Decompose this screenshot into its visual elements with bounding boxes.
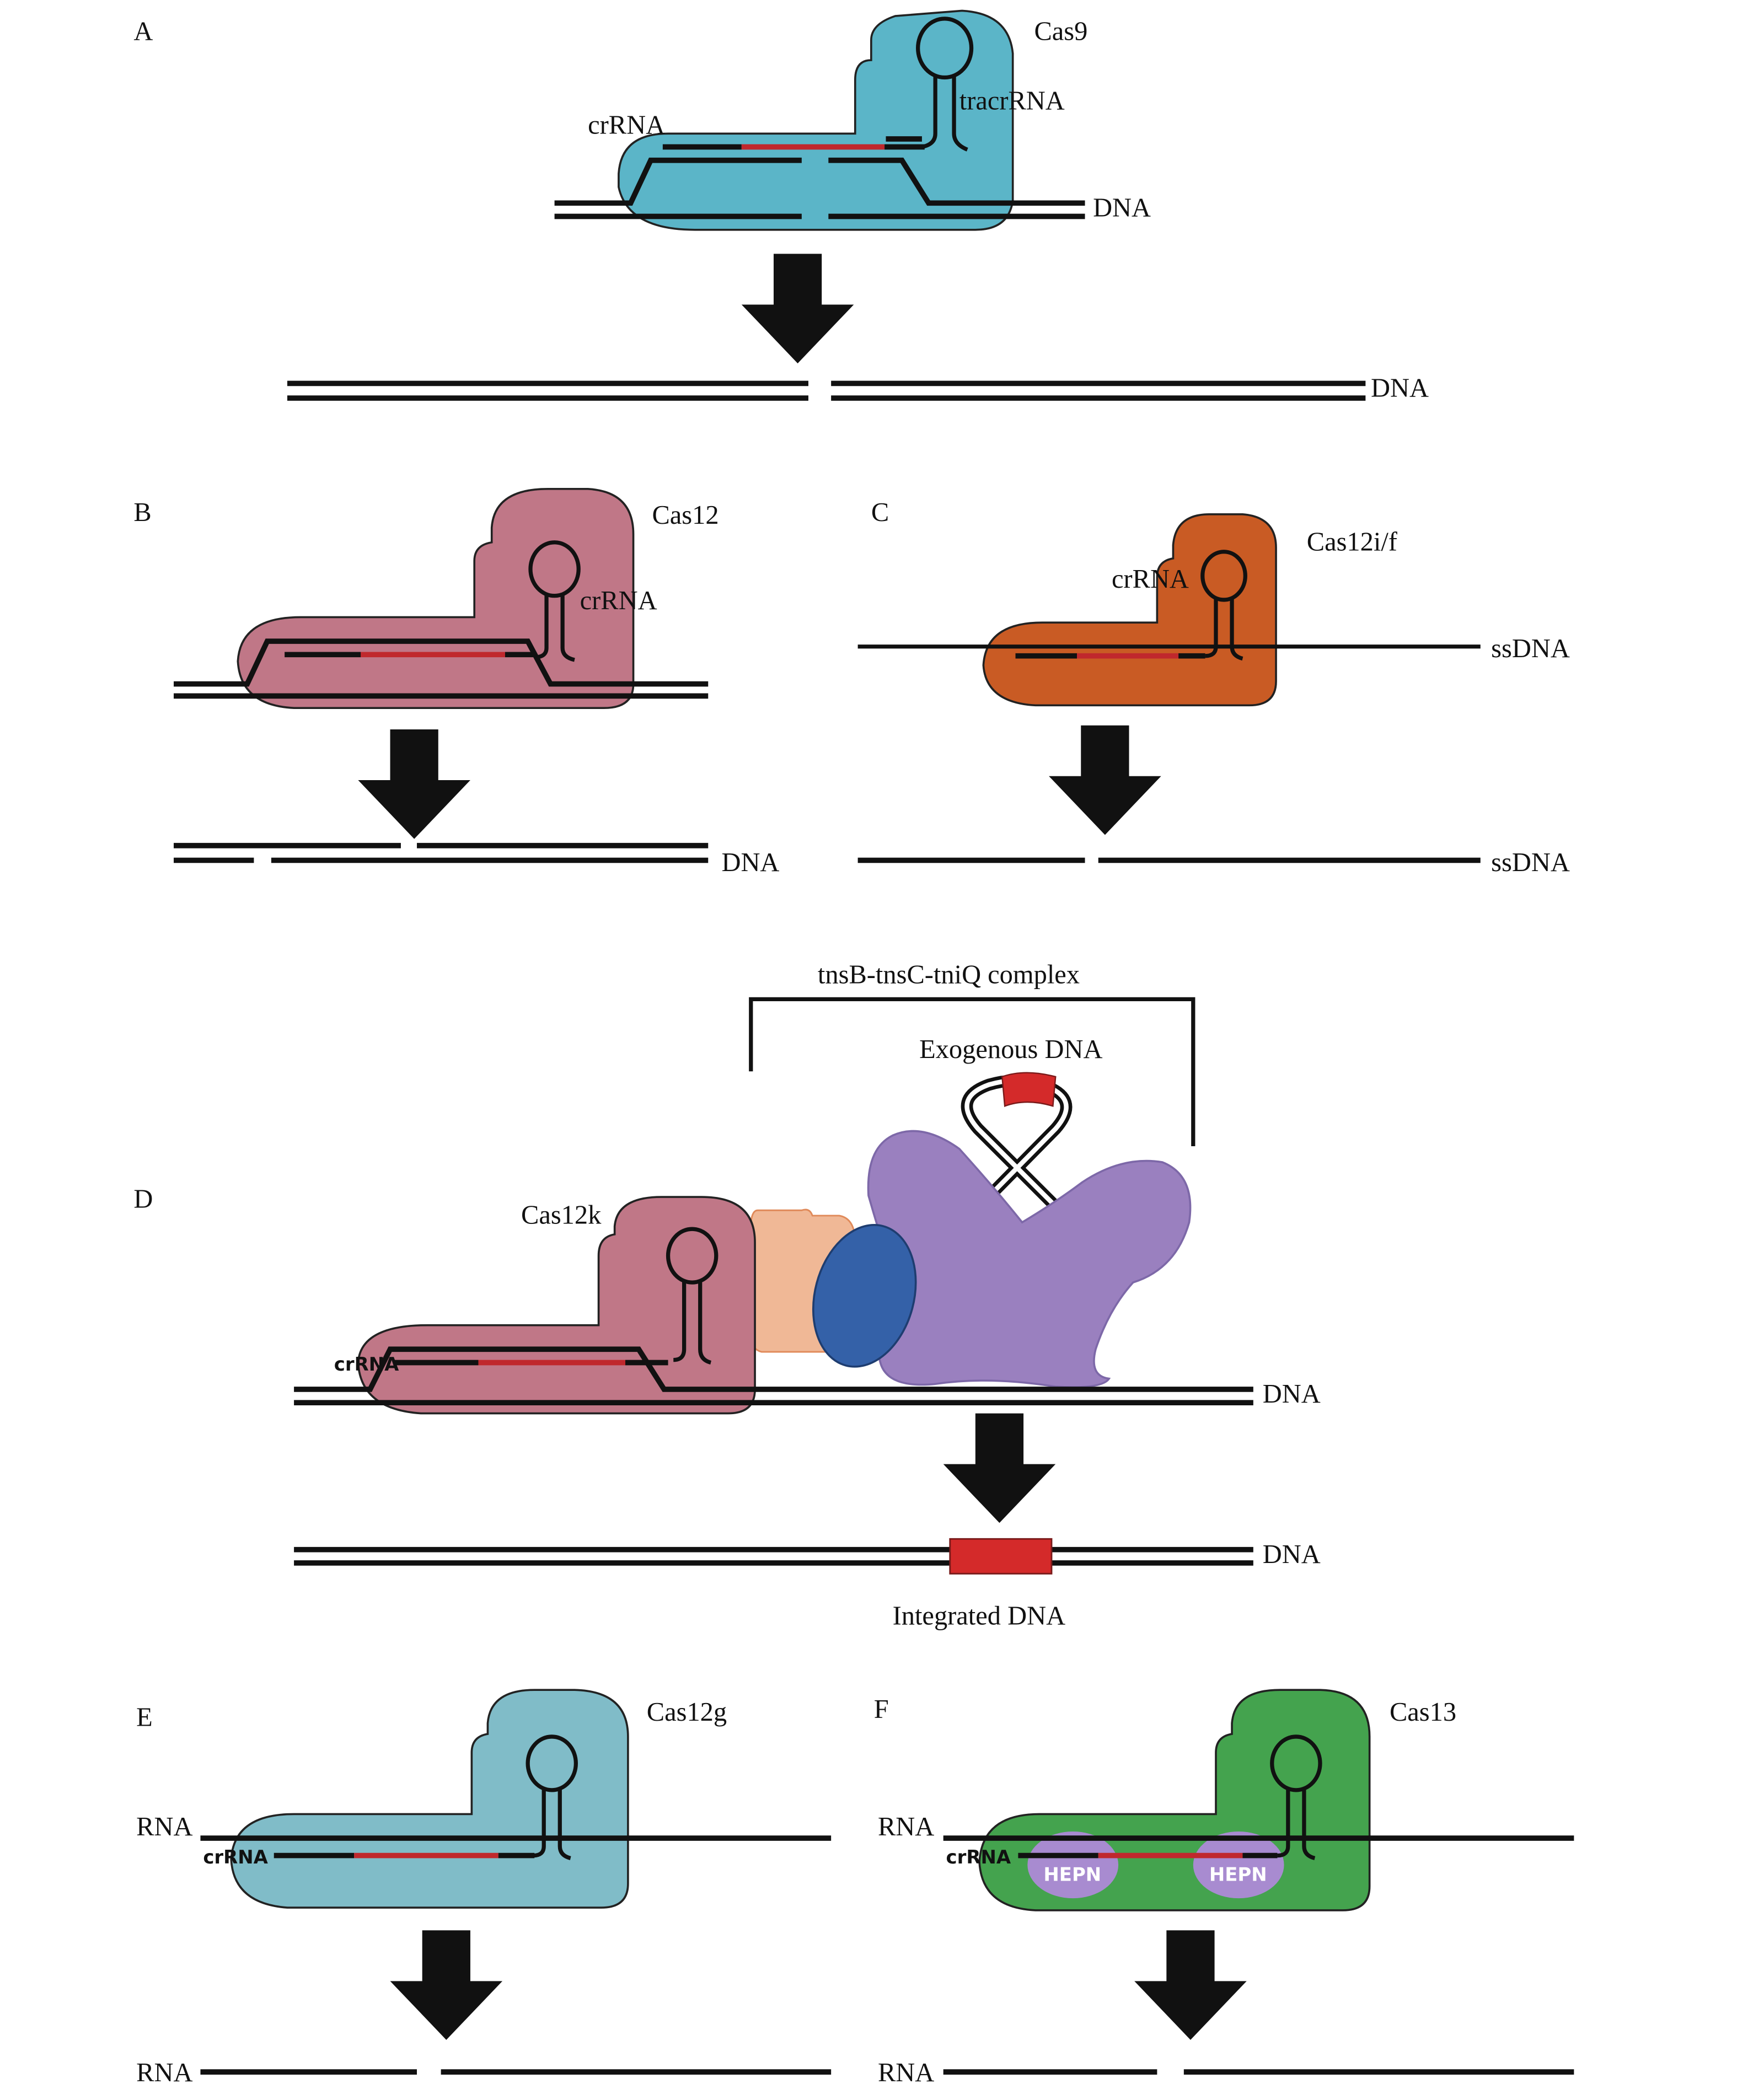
- exogenous-dna-label: Exogenous DNA: [919, 1035, 1102, 1064]
- product-rna-label-e: RNA: [136, 2058, 192, 2087]
- panel-b-letter: B: [133, 498, 151, 527]
- hepn-label-1: HEPN: [1043, 1864, 1101, 1886]
- arrow-a: [741, 254, 854, 364]
- product-ssdna-label-c: ssDNA: [1491, 848, 1570, 877]
- panel-a: A Cas9 tracrRNA crRNA DNA DNA: [133, 9, 1429, 403]
- arrow-f: [1134, 1930, 1247, 2040]
- panel-d: D tnsB-tnsC-tniQ complex Exogenous DNA C…: [133, 960, 1320, 1630]
- panel-f: F Cas13 HEPN HEPN crRNA RNA RNA: [874, 1689, 1574, 2087]
- arrow-b: [358, 729, 470, 839]
- crrna-label-d: crRNA: [334, 1354, 399, 1375]
- cargo-segment: [1001, 1072, 1057, 1107]
- complex-label: tnsB-tnsC-tniQ complex: [818, 960, 1080, 989]
- product-rna-label-f: RNA: [878, 2058, 934, 2087]
- panel-e: E Cas12g crRNA RNA RNA: [136, 1689, 832, 2087]
- cas12k-label: Cas12k: [521, 1200, 602, 1229]
- crrna-label-a: crRNA: [588, 110, 665, 139]
- integrated-dna-label: Integrated DNA: [893, 1601, 1065, 1630]
- product-dna-label-d: DNA: [1263, 1540, 1321, 1569]
- rna-label-f: RNA: [878, 1812, 934, 1841]
- product-dna-label-b: DNA: [721, 848, 779, 877]
- crrna-hairpin-e: [526, 1734, 578, 1860]
- cas12g-label: Cas12g: [647, 1698, 727, 1727]
- panel-c: C Cas12i/f crRNA ssDNA ssDNA: [857, 498, 1570, 877]
- panel-e-letter: E: [136, 1703, 153, 1732]
- product-dna-label-a: DNA: [1371, 374, 1429, 403]
- arrow-c: [1049, 725, 1161, 835]
- integrated-dna-segment: [949, 1538, 1053, 1575]
- arrow-e: [390, 1930, 503, 2040]
- hepn-domain-2: [1193, 1831, 1284, 1899]
- dna-label-d: DNA: [1263, 1379, 1321, 1409]
- tracrrna-label: tracrRNA: [959, 87, 1065, 116]
- crrna-hairpin-d: [666, 1227, 719, 1365]
- dna-strand-top-a: [554, 157, 1085, 206]
- crrna-label-b: crRNA: [580, 586, 657, 615]
- cas13-label: Cas13: [1390, 1698, 1456, 1727]
- hepn-domain-1: [1027, 1831, 1119, 1899]
- exogenous-dna-loop: [961, 1072, 1073, 1217]
- cas12g-protein: [230, 1689, 629, 1909]
- crrna-label-f: crRNA: [946, 1846, 1011, 1868]
- crrna-label-c: crRNA: [1112, 565, 1189, 594]
- panel-d-letter: D: [133, 1184, 153, 1213]
- tnsc-protein: [812, 1224, 917, 1368]
- rna-label-e: RNA: [136, 1812, 192, 1841]
- hepn-label-2: HEPN: [1209, 1864, 1267, 1886]
- panel-b: B Cas12 crRNA DNA: [133, 488, 779, 877]
- cas12-protein: [237, 488, 635, 710]
- dna-strand-top-d: [294, 1346, 1253, 1392]
- complex-bracket: [749, 997, 1195, 1146]
- cas12if-label: Cas12i/f: [1307, 527, 1398, 556]
- dna-strand-top-b: [174, 638, 709, 687]
- cas12-label: Cas12: [652, 501, 719, 530]
- crrna-label-e: crRNA: [203, 1846, 268, 1868]
- dna-label-a: DNA: [1093, 194, 1151, 223]
- tnsb-protein: [867, 1130, 1192, 1388]
- panel-f-letter: F: [874, 1695, 889, 1724]
- cas9-label: Cas9: [1034, 17, 1087, 46]
- arrow-d: [943, 1413, 1056, 1523]
- ssdna-label-c: ssDNA: [1491, 634, 1570, 663]
- panel-a-letter: A: [133, 17, 153, 46]
- panel-c-letter: C: [871, 498, 889, 527]
- crrna-hairpin-f: [1270, 1734, 1322, 1860]
